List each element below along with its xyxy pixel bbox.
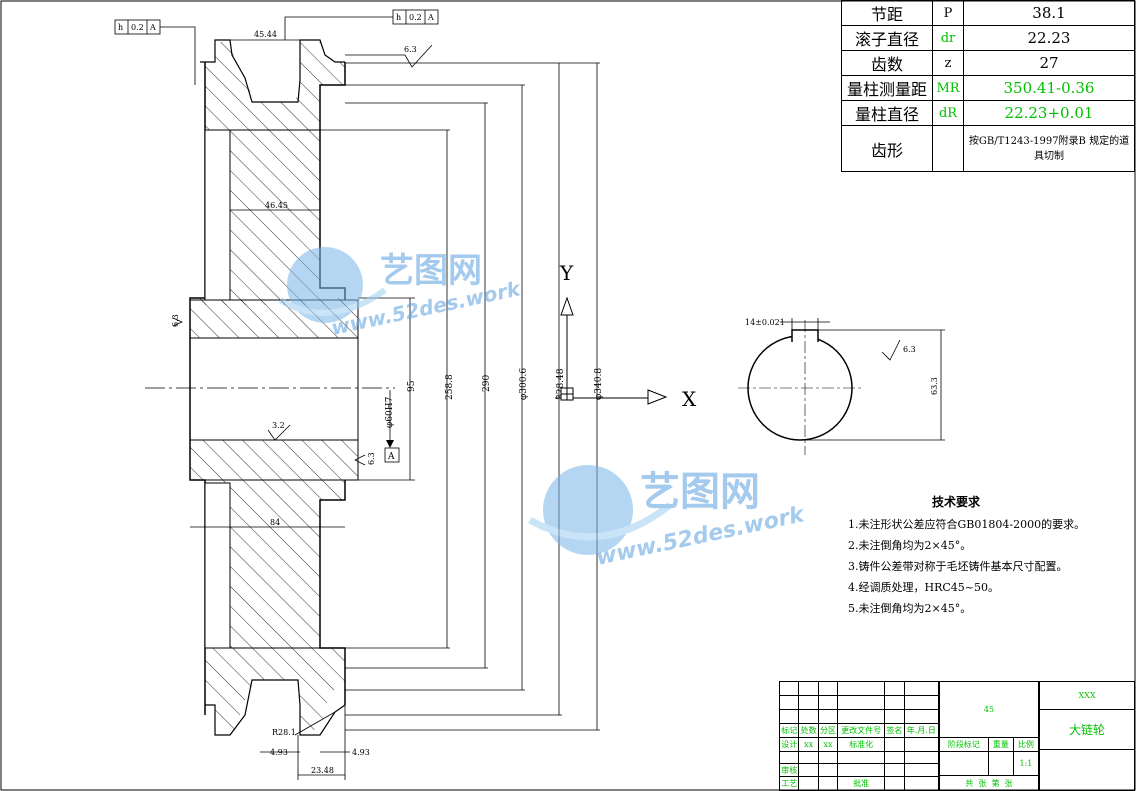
svg-text:h: h xyxy=(396,13,401,22)
svg-text:0.2: 0.2 xyxy=(409,13,422,22)
param-symbol: dR xyxy=(932,100,964,126)
roughness-left: 6.3 xyxy=(171,314,180,327)
requirement-item: 3.铸件公差带对称于毛坯铸件基本尺寸配置。 xyxy=(848,560,1068,573)
dim-key-width: 14±0.021 xyxy=(745,318,785,327)
param-value: 38.1 xyxy=(963,0,1135,26)
roughness-marks xyxy=(172,44,433,466)
param-label: 节距 xyxy=(841,0,933,26)
param-symbol: z xyxy=(932,50,964,76)
roughness-key: 6.3 xyxy=(903,345,916,354)
tolerance-frame-right: h 0.2 A xyxy=(284,9,439,40)
dim-258: 258.8 xyxy=(445,374,455,400)
param-symbol: P xyxy=(932,0,964,26)
axis-x-label: X xyxy=(682,387,697,411)
param-value: 22.23 xyxy=(963,25,1135,51)
company-name: XXX xyxy=(1039,681,1135,710)
scale: 1:1 xyxy=(1012,751,1040,776)
sprocket-section xyxy=(189,39,359,736)
vertical-dimensions xyxy=(320,62,600,731)
roughness-right: 6.3 xyxy=(367,452,376,465)
part-name: 大链轮 xyxy=(1039,709,1135,750)
svg-text:A: A xyxy=(427,13,434,22)
dim-340: φ340.8 xyxy=(594,368,604,400)
dim-290: 290 xyxy=(482,375,492,392)
requirement-item: 1.未注形状公差应符合GB01804-2000的要求。 xyxy=(848,518,1086,531)
param-value: 350.41-0.36 xyxy=(963,75,1135,101)
tolerance-frame-left: h 0.2 A xyxy=(114,19,196,85)
requirement-item: 5.未注倒角均为2×45°。 xyxy=(848,602,972,615)
dim-radius: R28.1 xyxy=(272,728,296,737)
dim-hub-width: 46.45 xyxy=(265,201,288,210)
datum-marker: A xyxy=(384,390,400,463)
requirement-item: 2.未注倒角均为2×45°。 xyxy=(848,539,972,552)
axis-y-label: Y xyxy=(559,261,574,285)
technical-requirements: 技术要求 1.未注形状公差应符合GB01804-2000的要求。 2.未注倒角均… xyxy=(848,493,1085,621)
dim-top-width: 45.44 xyxy=(254,30,277,39)
dim-bottom-width: 23.48 xyxy=(311,766,334,775)
title-block-name: XXX 大链轮 xyxy=(1039,681,1135,791)
parameters-table: 节距 P 38.1 滚子直径 dr 22.23 齿数 z 27 量柱测量距 MR… xyxy=(841,0,1135,172)
param-label: 齿数 xyxy=(841,50,933,76)
roughness-top: 6.3 xyxy=(404,45,417,54)
svg-text:h: h xyxy=(118,23,123,32)
param-value: 27 xyxy=(963,50,1135,76)
param-label: 量柱直径 xyxy=(841,100,933,126)
dim-328: 328.48 xyxy=(556,368,566,400)
keyway-view xyxy=(738,318,945,455)
dim-95: 95 xyxy=(407,380,417,392)
svg-text:0.2: 0.2 xyxy=(131,23,144,32)
horizontal-dimensions xyxy=(190,39,350,780)
requirements-title: 技术要求 xyxy=(932,495,981,509)
watermark-brand-upper: 艺图网 xyxy=(380,251,482,291)
param-label: 齿形 xyxy=(841,125,933,172)
param-label: 滚子直径 xyxy=(841,25,933,51)
watermark-brand-lower: 艺图网 xyxy=(640,469,760,515)
material: 45 xyxy=(939,681,1039,738)
dim-300: φ300.6 xyxy=(519,368,529,400)
requirement-item: 4.经调质处理，HRC45~50。 xyxy=(848,581,999,594)
roughness-mid: 3.2 xyxy=(272,421,285,430)
dim-chamfer-right: 4.93 xyxy=(352,748,370,757)
axis-indicator xyxy=(560,296,668,405)
dim-key-depth: 63.3 xyxy=(930,377,939,395)
param-symbol: MR xyxy=(932,75,964,101)
title-block-material: 45 阶段标记重量比例 1:1 共 张 第 张 xyxy=(939,681,1040,791)
watermark-lower: 艺图网 www.52des.work xyxy=(528,465,808,571)
dim-chamfer-left: 4.93 xyxy=(270,748,288,757)
param-value: 按GB/T1243-1997附录B 规定的道具切制 xyxy=(963,125,1135,172)
dim-base-width: 84 xyxy=(270,518,280,527)
param-value: 22.23+0.01 xyxy=(963,100,1135,126)
param-label: 量柱测量距 xyxy=(841,75,933,101)
svg-text:A: A xyxy=(149,23,156,32)
svg-text:A: A xyxy=(387,452,395,462)
param-symbol xyxy=(932,125,964,172)
param-symbol: dr xyxy=(932,25,964,51)
